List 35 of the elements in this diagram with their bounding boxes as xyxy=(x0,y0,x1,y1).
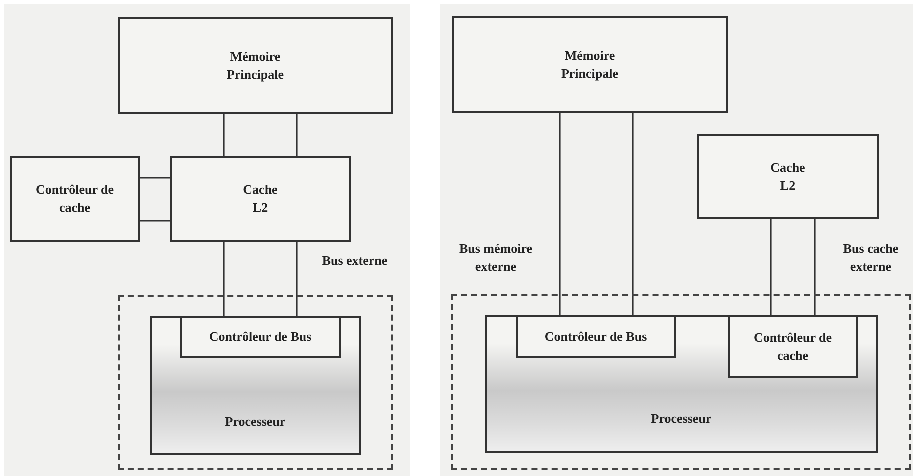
bus-line xyxy=(140,220,170,222)
component-box xyxy=(10,156,140,242)
bus-label: Bus externe xyxy=(321,252,389,270)
bus-line xyxy=(559,113,561,315)
bus-label: Bus mémoire externe xyxy=(458,240,534,276)
component-label: Contrôleur de cache xyxy=(752,328,834,364)
processor-box xyxy=(485,315,878,453)
processor-box xyxy=(150,316,361,455)
component-box xyxy=(516,315,676,358)
component-box xyxy=(452,16,728,113)
component-label: Contrôleur de Bus xyxy=(544,328,648,346)
bus-label: Bus cache externe xyxy=(842,240,900,276)
bus-line xyxy=(140,177,170,179)
bus-line xyxy=(632,113,634,315)
processor-label: Processeur xyxy=(650,410,713,428)
chip-boundary-box xyxy=(118,295,393,470)
bus-line xyxy=(223,242,225,316)
bus-line xyxy=(296,114,298,156)
processor-label: Processeur xyxy=(224,413,287,431)
bus-line xyxy=(814,219,816,315)
component-label: Mémoire Principale xyxy=(226,48,286,84)
bus-line xyxy=(296,242,298,316)
chip-boundary-box xyxy=(451,294,911,470)
component-label: Cache L2 xyxy=(242,181,279,217)
component-label: Contrôleur de cache xyxy=(34,181,116,217)
component-box xyxy=(728,315,858,378)
component-label: Mémoire Principale xyxy=(560,46,620,82)
component-box xyxy=(118,17,393,114)
component-box xyxy=(697,134,879,219)
component-label: Contrôleur de Bus xyxy=(209,328,312,346)
bus-line xyxy=(223,114,225,156)
component-box xyxy=(180,316,341,358)
component-box xyxy=(170,156,351,242)
bus-line xyxy=(770,219,772,315)
component-label: Cache L2 xyxy=(770,158,806,194)
